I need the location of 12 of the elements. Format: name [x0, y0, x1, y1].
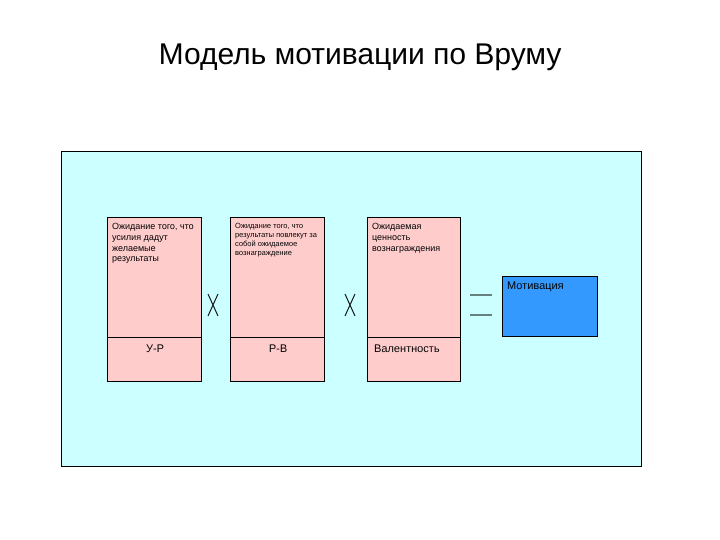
- factor-label: Р-В: [268, 343, 288, 356]
- factor-box: [107, 217, 202, 382]
- diagram-title: Модель мотивации по Вруму: [158, 38, 562, 72]
- background-panel: [61, 151, 642, 467]
- factor-box: [367, 217, 461, 382]
- description-text: Ожидаемая ценность вознаграждения: [372, 221, 442, 254]
- result-box: [502, 276, 598, 337]
- factor-box: [230, 217, 325, 382]
- factor-label: Валентность: [374, 343, 441, 356]
- node-label: Мотивация: [507, 280, 565, 294]
- factor-label: У-Р: [145, 343, 165, 356]
- description-text: Ожидание того, что усилия дадут желаемые результаты: [112, 221, 195, 264]
